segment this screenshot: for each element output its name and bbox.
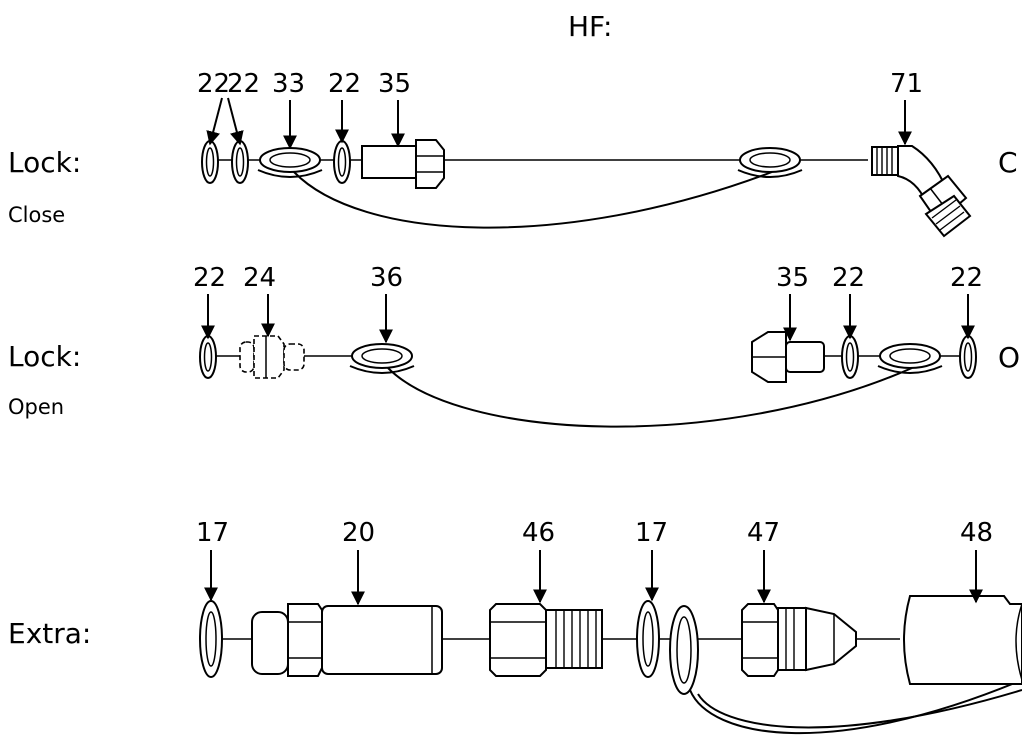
- washer-22-open-c: [959, 335, 977, 379]
- fitting-20: [251, 603, 443, 677]
- callout-open-36-2: 36: [370, 263, 403, 293]
- callout-close-22-3: 22: [328, 69, 361, 99]
- elbow-fitting-71: [871, 145, 972, 238]
- row-label-extra: Extra:: [8, 617, 91, 650]
- banjo-eye-36: [349, 343, 415, 374]
- diagram-title: HF:: [568, 10, 612, 43]
- callout-close-33-2: 33: [272, 69, 305, 99]
- cap-48: [903, 595, 1022, 685]
- end-mark-close: C: [998, 146, 1018, 179]
- banjo-bolt-35-open: [751, 331, 825, 383]
- end-mark-open: O: [998, 341, 1020, 374]
- callout-close-71-5: 71: [890, 69, 923, 99]
- extra-row-parts: [199, 595, 1022, 734]
- callout-open-22-5: 22: [950, 263, 983, 293]
- callout-open-24-1: 24: [243, 263, 276, 293]
- row-sublabel-close: Close: [8, 203, 65, 227]
- callout-extra-20-1: 20: [342, 518, 375, 548]
- banjo-eye-far: [737, 147, 803, 178]
- callout-close-35-4: 35: [378, 69, 411, 99]
- callout-extra-46-2: 46: [522, 518, 555, 548]
- callout-open-22-4: 22: [832, 263, 865, 293]
- washer-22-open-a: [199, 335, 217, 379]
- callout-extra-17-0: 17: [196, 518, 229, 548]
- row-label-close: Lock:: [8, 146, 81, 179]
- callout-close-22-1: 22: [227, 69, 260, 99]
- nut-46: [489, 603, 603, 677]
- washer-22-open-b: [841, 335, 859, 379]
- washer-17-a: [199, 600, 223, 678]
- banjo-eye-open-far: [877, 343, 943, 374]
- coupling-47: [741, 603, 857, 677]
- callout-extra-47-4: 47: [747, 518, 780, 548]
- row-sublabel-open: Open: [8, 395, 64, 419]
- callout-open-35-3: 35: [776, 263, 809, 293]
- union-24: [239, 335, 305, 379]
- row-label-open: Lock:: [8, 340, 81, 373]
- open-row-parts: [199, 331, 977, 428]
- callout-open-22-0: 22: [193, 263, 226, 293]
- callout-arrow-close-0: [206, 97, 223, 146]
- callout-arrow-close-1: [227, 97, 244, 146]
- washer-22-a: [201, 140, 219, 184]
- banjo-eye-33: [257, 147, 323, 178]
- banjo-bolt-35: [361, 139, 445, 189]
- washer-22-c: [333, 140, 351, 184]
- washer-17-b: [636, 600, 660, 678]
- callout-close-22-0: 22: [197, 69, 230, 99]
- washer-22-b: [231, 140, 249, 184]
- callout-extra-17-3: 17: [635, 518, 668, 548]
- close-row-parts: [201, 139, 972, 238]
- dust-cap-ring: [669, 605, 1022, 734]
- callout-extra-48-5: 48: [960, 518, 993, 548]
